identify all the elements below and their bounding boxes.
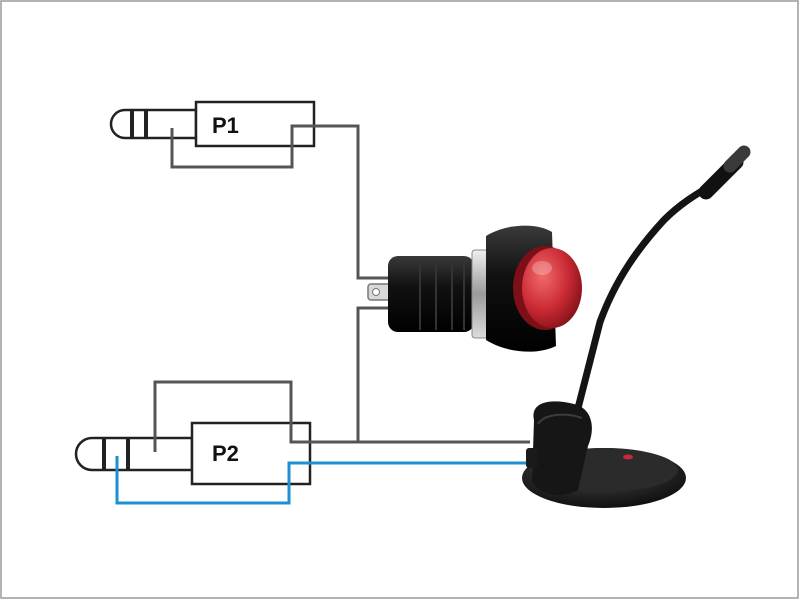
plug-p2: P2 [74,380,532,505]
plug-label-p1: P1 [212,113,239,138]
plug-p1: P1 [109,100,316,169]
p1-to-switch-wire [314,124,388,280]
p2-ground-wire [153,380,530,452]
switch-to-p2-wire [356,306,388,442]
jack-tip-p1-icon [109,108,198,140]
p2-signal-wire-blue [115,456,532,505]
jack-tip-p2-icon [74,436,194,472]
plug-body-p1 [194,100,316,148]
plug-label-p2: P2 [212,441,239,466]
push-button-switch-icon [367,225,582,352]
desk-microphone-icon [522,145,751,508]
p1-jumper-wire [170,124,314,169]
